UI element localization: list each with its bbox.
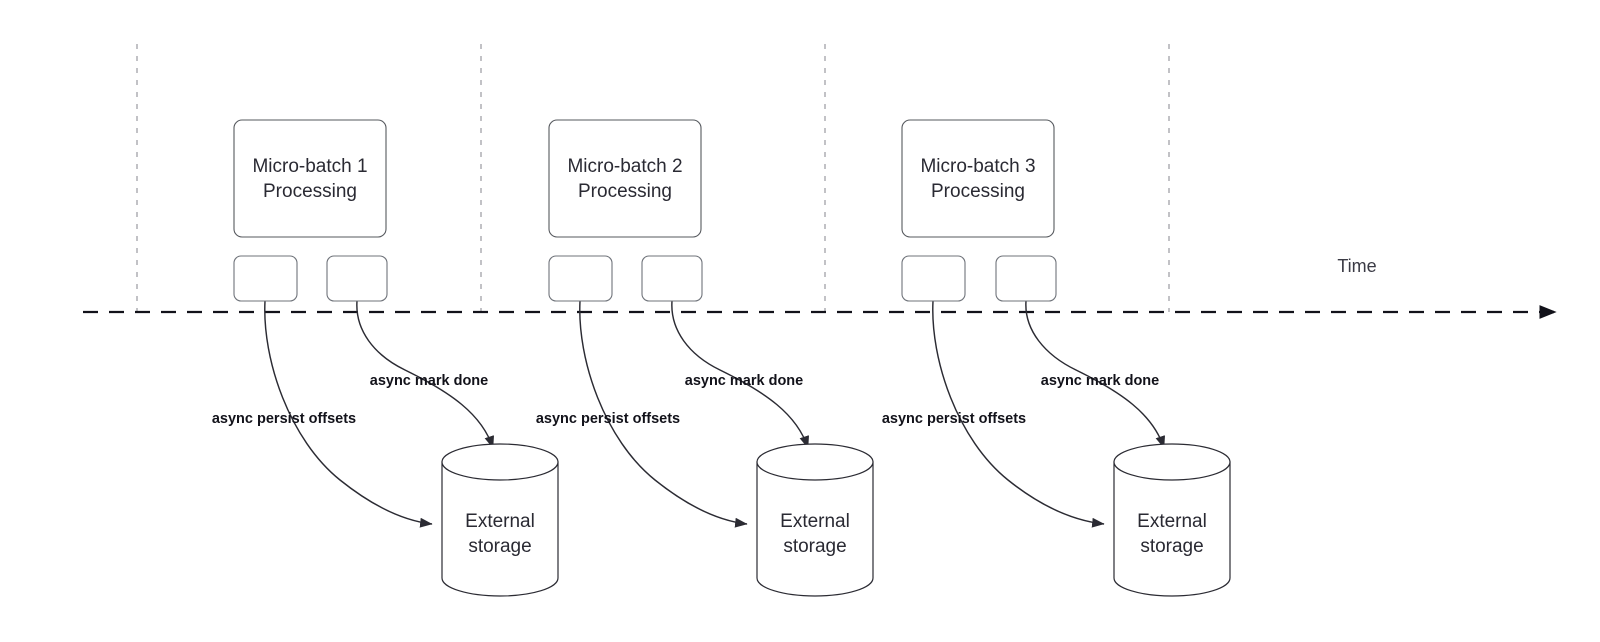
micro-batch-3-processing-line1: Micro-batch 3 [920,156,1035,177]
external-storage-1-line1: External [465,511,535,532]
external-storage-1-top [441,443,559,481]
batch-boundary-lines [136,44,1170,312]
external-storage-2-line2: storage [783,536,846,557]
batch-2-task-b-box[interactable] [641,255,703,302]
external-storage-3-top [1113,443,1231,481]
external-storage-1-body[interactable] [441,461,559,597]
external-storage-3-line1: External [1137,511,1207,532]
async-persist-offsets-1-label: async persist offsets [212,411,356,427]
micro-batch-1-processing-box[interactable] [233,119,387,238]
batch-1-task-b-box[interactable] [326,255,388,302]
micro-batch-2-processing-line2: Processing [578,181,672,202]
time-axis-label: Time [1337,256,1376,276]
external-storage-2-top [756,443,874,481]
flow-arrows [264,300,1166,528]
async-persist-offsets-3-path [932,300,1105,528]
async-persist-offsets-1-path [264,300,433,528]
micro-batch-1-processing-line2: Processing [263,181,357,202]
async-mark-done-1-path [356,300,495,449]
batch-3-task-b-box[interactable] [995,255,1057,302]
external-storage-1-line2: storage [468,536,531,557]
external-storage-3-line2: storage [1140,536,1203,557]
micro-batch-1-processing-line1: Micro-batch 1 [252,156,367,177]
external-storage-2-line1: External [780,511,850,532]
async-mark-done-2-label: async mark done [685,373,803,389]
external-storage-2-body[interactable] [756,461,874,597]
micro-batch-3-processing-line2: Processing [931,181,1025,202]
async-mark-done-3-label: async mark done [1041,373,1159,389]
batch-1-task-a-box[interactable] [233,255,298,302]
async-mark-done-2-path [671,300,810,449]
async-persist-offsets-3-label: async persist offsets [882,411,1026,427]
async-mark-done-1-label: async mark done [370,373,488,389]
micro-batch-3-processing-box[interactable] [901,119,1055,238]
async-persist-offsets-2-path [579,300,748,528]
diagram-nodes [233,119,1231,597]
batch-3-task-a-box[interactable] [901,255,966,302]
batch-2-task-a-box[interactable] [548,255,613,302]
micro-batch-2-processing-line1: Micro-batch 2 [567,156,682,177]
async-mark-done-3-path [1025,300,1166,449]
micro-batch-2-processing-box[interactable] [548,119,702,238]
external-storage-3-body[interactable] [1113,461,1231,597]
async-persist-offsets-2-label: async persist offsets [536,411,680,427]
